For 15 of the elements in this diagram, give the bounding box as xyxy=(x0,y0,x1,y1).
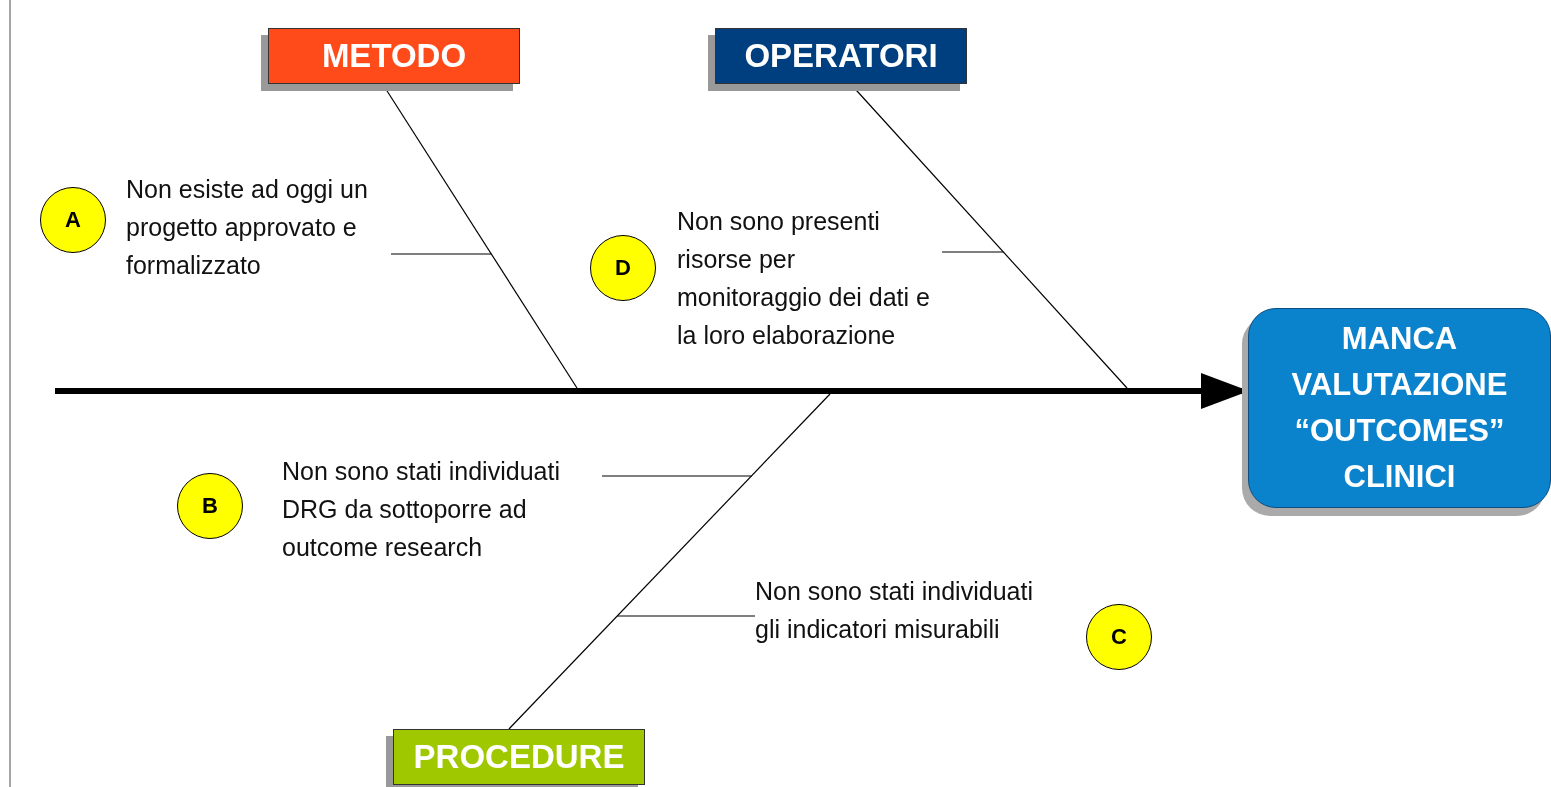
cause-marker: D xyxy=(590,235,656,301)
cause-marker: C xyxy=(1086,604,1152,670)
leader-line xyxy=(390,253,492,255)
leader-line xyxy=(941,251,1004,253)
leader-line xyxy=(601,475,752,477)
cause-marker: B xyxy=(177,473,243,539)
cause-text: Non sono presenti risorse per monitoraggio dei dati e la loro elaborazione xyxy=(677,202,942,354)
cause-marker: A xyxy=(40,187,106,253)
bone-line xyxy=(855,89,1128,389)
cause-text: Non esiste ad oggi un progetto approvato e formalizzato xyxy=(126,170,391,284)
bone-line xyxy=(385,89,578,389)
cause-text: Non sono stati individuati DRG da sottoporre ad outcome research xyxy=(282,452,602,566)
cause-text: Non sono stati individuati gli indicatori misurabili xyxy=(755,572,1055,686)
bone-line xyxy=(508,393,831,730)
leader-line xyxy=(616,615,756,617)
